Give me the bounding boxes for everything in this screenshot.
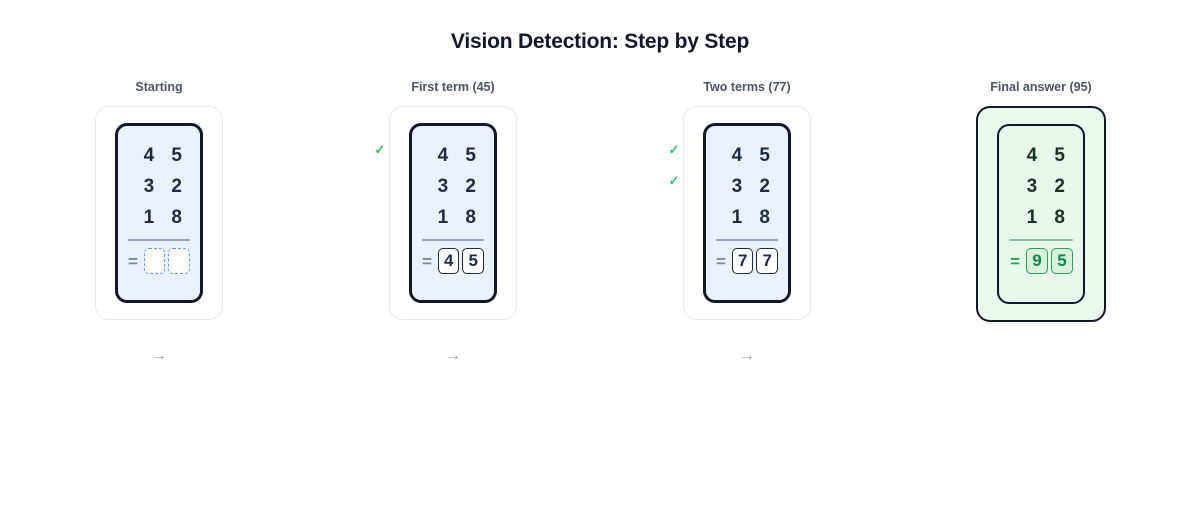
next-step-arrow-icon: → [151, 347, 167, 364]
check-icon-row1: ✓ [668, 142, 680, 157]
term-row-3: 1 8 [1026, 207, 1071, 228]
term-row-1: 4 5 [143, 145, 188, 166]
equals-sign: = [1010, 251, 1020, 271]
term-row-3: 1 8 [731, 207, 776, 228]
calculator-device: 4 5 3 2 1 8 = 7 7 [703, 123, 791, 303]
answer-row: = [128, 248, 190, 274]
steps-row: Starting ✓ ✓ 4 5 3 2 1 8 = [0, 80, 1200, 370]
answer-slot-tens[interactable]: 9 [1026, 248, 1048, 274]
step-card: 4 5 3 2 1 8 = 9 5 [976, 106, 1106, 322]
step-card: 4 5 3 2 1 8 = [95, 106, 223, 320]
term-row-1: 4 5 [1026, 145, 1071, 166]
step-label: Two terms (77) [703, 80, 791, 94]
check-list: ✓ ✓ [373, 134, 387, 196]
equals-sign: = [716, 251, 726, 271]
check-icon-row2: ✓ [668, 173, 680, 188]
term-row-1: 4 5 [437, 145, 482, 166]
sum-rule [422, 239, 484, 241]
calculator-device: 4 5 3 2 1 8 = 9 5 [997, 124, 1085, 304]
answer-row: = 9 5 [1009, 248, 1073, 274]
check-list: ✓ ✓ [960, 134, 974, 196]
step-card: 4 5 3 2 1 8 = 4 5 [389, 106, 517, 320]
card-wrap: ✓ ✓ 4 5 3 2 1 8 = [95, 106, 223, 320]
term-row-3: 1 8 [143, 207, 188, 228]
sum-rule [1009, 239, 1073, 241]
answer-slot-tens[interactable] [143, 248, 166, 274]
answer-slot-ones[interactable] [168, 248, 190, 274]
equals-sign: = [422, 251, 432, 271]
step-label: First term (45) [411, 80, 495, 94]
step-panel-final-answer: Final answer (95) ✓ ✓ 4 5 3 2 1 8 = 9 5 [894, 80, 1188, 370]
sum-rule [128, 239, 190, 241]
sum-rule [716, 239, 778, 241]
answer-row: = 7 7 [716, 248, 778, 274]
answer-slot-tens[interactable]: 7 [731, 248, 754, 274]
next-step-arrow-icon: → [739, 347, 755, 364]
step-panel-starting: Starting ✓ ✓ 4 5 3 2 1 8 = [12, 80, 306, 368]
term-row-2: 3 2 [143, 176, 188, 197]
check-icon-row1: ✓ [374, 142, 386, 157]
step-card: 4 5 3 2 1 8 = 7 7 [683, 106, 811, 320]
term-row-2: 3 2 [731, 176, 776, 197]
step-label: Starting [135, 80, 183, 94]
term-row-3: 1 8 [437, 207, 482, 228]
answer-slot-ones[interactable]: 5 [1051, 248, 1073, 274]
check-list: ✓ ✓ [79, 134, 93, 196]
calculator-device: 4 5 3 2 1 8 = [115, 123, 203, 303]
card-wrap: ✓ ✓ 4 5 3 2 1 8 = 9 5 [976, 106, 1106, 322]
next-step-arrow-icon: → [445, 347, 461, 364]
page-title: Vision Detection: Step by Step [450, 30, 750, 53]
answer-row: = 4 5 [422, 248, 484, 274]
card-wrap: ✓ ✓ 4 5 3 2 1 8 = 7 7 [669, 106, 811, 320]
term-row-2: 3 2 [437, 176, 482, 197]
answer-slot-ones[interactable]: 5 [462, 248, 484, 274]
term-row-2: 3 2 [1026, 176, 1071, 197]
step-panel-two-terms: Two terms (77) ✓ ✓ 4 5 3 2 1 8 = 7 7 [600, 80, 894, 368]
step-panel-first-term: First term (45) ✓ ✓ 4 5 3 2 1 8 = 4 5 [306, 80, 600, 368]
calculator-device: 4 5 3 2 1 8 = 4 5 [409, 123, 497, 303]
term-row-1: 4 5 [731, 145, 776, 166]
step-label: Final answer (95) [990, 80, 1092, 94]
card-wrap: ✓ ✓ 4 5 3 2 1 8 = 4 5 [375, 106, 517, 320]
answer-slot-tens[interactable]: 4 [437, 248, 460, 274]
check-list: ✓ ✓ [667, 134, 681, 196]
answer-slot-ones[interactable]: 7 [756, 248, 778, 274]
equals-sign: = [128, 251, 138, 271]
